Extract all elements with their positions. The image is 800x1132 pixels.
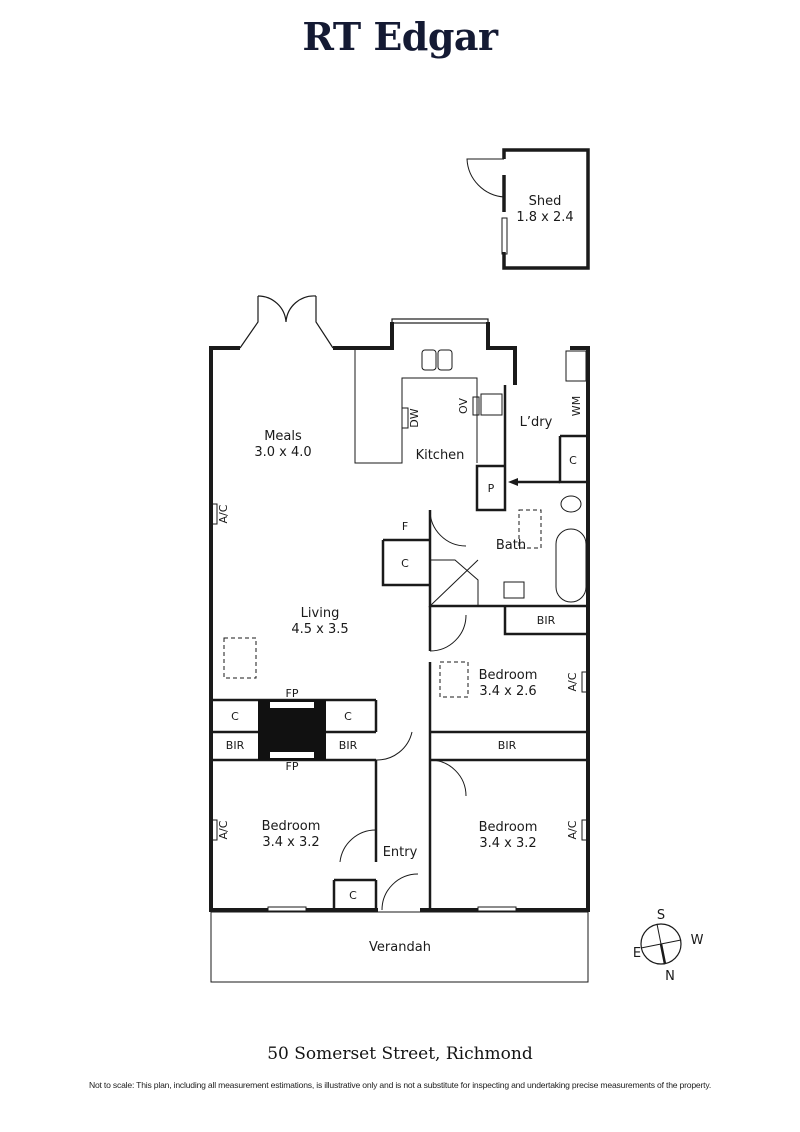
svg-text:C: C bbox=[569, 454, 577, 467]
bath-label: Bath bbox=[496, 538, 526, 553]
svg-text:3.4 x 3.2: 3.4 x 3.2 bbox=[262, 835, 319, 850]
svg-text:C: C bbox=[231, 710, 239, 723]
compass-e: E bbox=[633, 946, 641, 961]
svg-text:A/C: A/C bbox=[217, 820, 230, 839]
svg-text:FP: FP bbox=[286, 687, 299, 700]
skylights bbox=[223, 509, 542, 698]
entry-label: Entry bbox=[383, 845, 418, 860]
disclaimer: Not to scale: This plan, including all m… bbox=[88, 1080, 712, 1090]
svg-text:C: C bbox=[344, 710, 352, 723]
door-swings bbox=[339, 509, 467, 911]
svg-text:A/C: A/C bbox=[217, 504, 230, 523]
svg-text:A/C: A/C bbox=[566, 672, 579, 691]
kitchen-fixtures bbox=[354, 348, 503, 464]
compass-w: W bbox=[691, 933, 704, 948]
svg-text:1.8 x 2.4: 1.8 x 2.4 bbox=[516, 210, 573, 225]
kitchen-label: Kitchen bbox=[416, 448, 465, 463]
verandah-label: Verandah bbox=[369, 940, 431, 955]
svg-text:4.5 x 3.5: 4.5 x 3.5 bbox=[291, 622, 348, 637]
living-label: Living bbox=[301, 606, 340, 621]
brand-logo: RT Edgar bbox=[302, 14, 498, 59]
bedroom-left-label: Bedroom bbox=[262, 819, 321, 834]
svg-text:OV: OV bbox=[457, 398, 470, 414]
svg-text:3.0 x 4.0: 3.0 x 4.0 bbox=[254, 445, 311, 460]
svg-text:BIR: BIR bbox=[339, 739, 358, 752]
compass bbox=[640, 923, 682, 965]
svg-text:C: C bbox=[401, 557, 409, 570]
svg-text:3.4 x 2.6: 3.4 x 2.6 bbox=[479, 684, 536, 699]
compass-s: S bbox=[657, 908, 665, 923]
svg-text:BIR: BIR bbox=[226, 739, 245, 752]
svg-text:BIR: BIR bbox=[498, 739, 517, 752]
bath-walls bbox=[381, 495, 588, 636]
svg-text:WM: WM bbox=[570, 396, 583, 416]
svg-text:C: C bbox=[349, 889, 357, 902]
ac-units bbox=[211, 503, 588, 841]
french-doors bbox=[239, 295, 489, 349]
laundry-label: L’dry bbox=[520, 415, 553, 430]
shed-label: Shed bbox=[529, 194, 562, 209]
shed-walls bbox=[466, 148, 590, 270]
windows bbox=[267, 906, 517, 912]
compass-n: N bbox=[665, 969, 675, 984]
fireplace bbox=[258, 700, 326, 760]
verandah-outline bbox=[210, 911, 589, 983]
laundry-walls bbox=[475, 350, 588, 512]
svg-text:A/C: A/C bbox=[566, 820, 579, 839]
meals-label: Meals bbox=[264, 429, 302, 444]
bedroom-mid-label: Bedroom bbox=[479, 668, 538, 683]
svg-text:BIR: BIR bbox=[537, 614, 556, 627]
svg-text:P: P bbox=[488, 482, 495, 495]
property-address: 50 Somerset Street, Richmond bbox=[267, 1044, 533, 1064]
svg-text:FP: FP bbox=[286, 760, 299, 773]
bedroom-right-label: Bedroom bbox=[479, 820, 538, 835]
svg-text:F: F bbox=[402, 520, 408, 533]
svg-text:DW: DW bbox=[408, 408, 421, 427]
svg-text:3.4 x 3.2: 3.4 x 3.2 bbox=[479, 836, 536, 851]
